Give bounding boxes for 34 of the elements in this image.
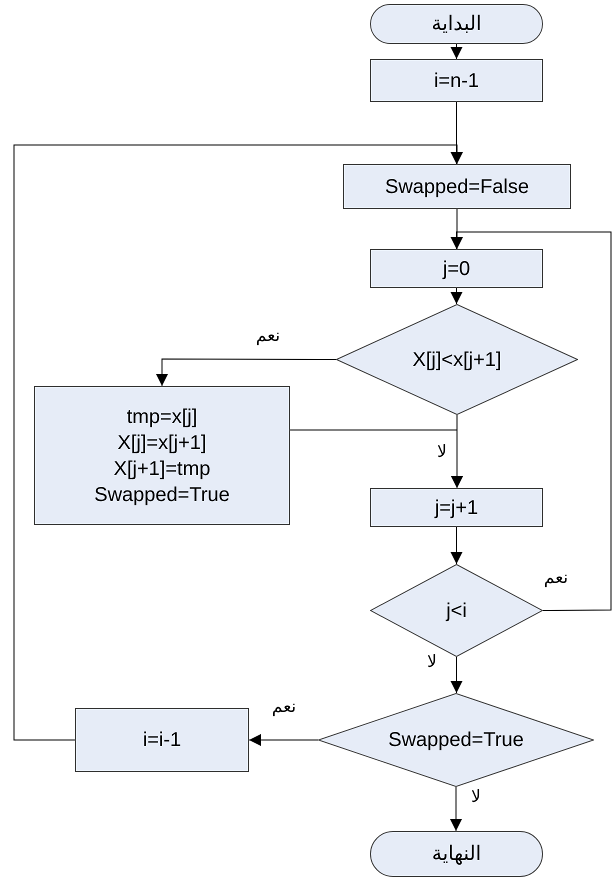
decision-diamond [336, 304, 578, 415]
node-text: النهاية [432, 842, 482, 867]
arrow [156, 358, 336, 386]
process-box [370, 59, 543, 102]
decision-diamond [318, 693, 594, 787]
node-text: X[j+1]=tmp [114, 456, 210, 482]
node-text: Swapped=True [94, 482, 230, 508]
process-box [34, 386, 290, 525]
arrow [248, 734, 318, 746]
node-text: j<i [446, 598, 467, 624]
node-text: X[j]=x[j+1] [118, 430, 206, 456]
node-text: i=n-1 [434, 68, 480, 94]
node-text: Swapped=False [385, 174, 529, 200]
arrow [450, 44, 462, 60]
node-text: j=j+1 [434, 496, 478, 520]
process-box [370, 249, 543, 288]
process-box [75, 708, 249, 772]
node-text: Swapped=True [388, 728, 524, 753]
arrow [450, 526, 462, 564]
arrow [450, 232, 612, 611]
terminal-shape [370, 831, 543, 877]
terminal-shape [370, 4, 543, 44]
arrow [450, 786, 462, 832]
arrow [450, 288, 462, 304]
arrow [450, 656, 462, 694]
arrow [14, 144, 463, 740]
process-box [343, 164, 571, 209]
process-box [370, 488, 543, 527]
node-text: البداية [431, 12, 482, 37]
arrow [290, 430, 463, 488]
node-text: X[j]<x[j+1] [412, 348, 502, 372]
node-text: tmp=x[j] [126, 404, 198, 430]
node-text: i=i-1 [142, 728, 182, 753]
node-text: j=0 [442, 256, 470, 282]
